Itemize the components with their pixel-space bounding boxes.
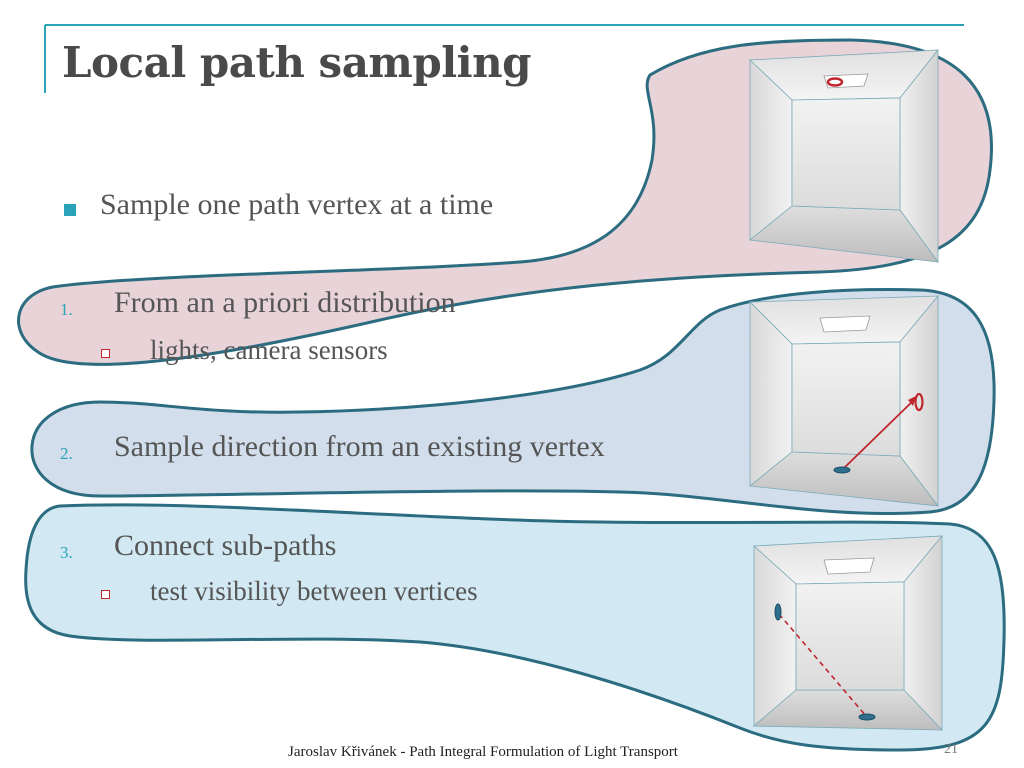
step-1-number: 1. (60, 300, 73, 319)
sampled-direction-arrow (841, 397, 917, 471)
subpath-vertex-a (774, 603, 782, 621)
square-bullet-icon (64, 204, 76, 216)
step-3-number: 3. (60, 543, 73, 562)
main-bullet-text: Sample one path vertex at a time (100, 188, 494, 221)
subpath-vertex-b (858, 713, 876, 721)
existing-vertex-marker (833, 466, 851, 474)
region-1-blob (17, 38, 993, 366)
light-vertex-marker (826, 77, 844, 87)
step-1-sub: lights, camera sensors (150, 335, 388, 365)
step-1-label: From an a priori distribution (114, 286, 456, 319)
cornell-box-3 (752, 534, 943, 732)
page-number: 21 (944, 742, 958, 757)
step-3-sub: test visibility between vertices (150, 576, 478, 606)
step-3-label: Connect sub-paths (114, 529, 337, 562)
slide-title: Local path sampling (62, 38, 532, 87)
cornell-box-1 (749, 48, 939, 264)
step-2-label: Sample direction from an existing vertex (114, 430, 605, 463)
new-vertex-marker (914, 392, 924, 412)
visibility-test-line (778, 613, 867, 717)
sub-bullet-icon (101, 349, 110, 358)
footer-text: Jaroslav Křivánek - Path Integral Formul… (288, 744, 678, 760)
step-2-number: 2. (60, 444, 73, 463)
cornell-box-2 (748, 294, 939, 508)
sub-bullet-icon (101, 590, 110, 599)
